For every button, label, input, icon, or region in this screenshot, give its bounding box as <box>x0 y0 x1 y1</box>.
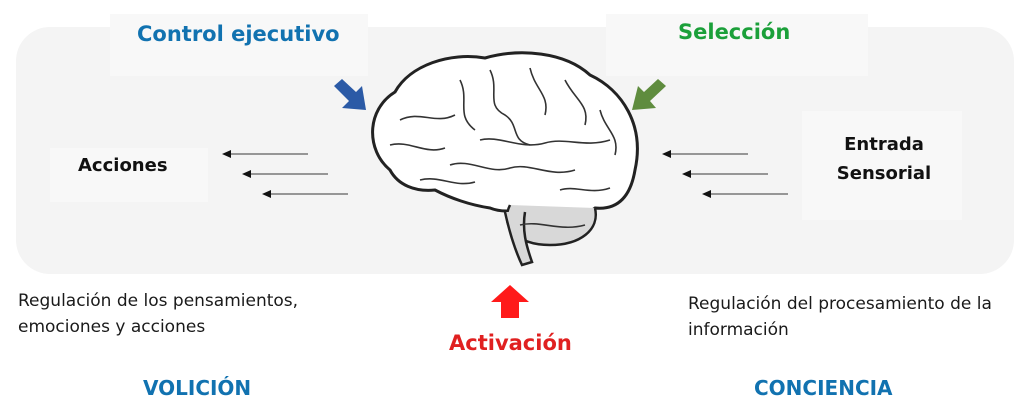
conciencia-description: Regulación del procesamiento de la infor… <box>688 294 992 340</box>
seleccion-label-box <box>606 14 868 76</box>
left-arrows-icon <box>222 150 348 198</box>
brain-illustration <box>371 51 639 267</box>
right-arrows-icon <box>662 150 788 198</box>
activacion-label: Activación <box>449 331 572 355</box>
entrada-sensorial-label: Entrada Sensorial <box>836 134 932 184</box>
conciencia-label: CONCIENCIA <box>754 376 893 400</box>
blue-arrow-icon <box>334 79 366 110</box>
control-label-box <box>110 14 368 76</box>
acciones-box <box>50 148 208 202</box>
volicion-label: VOLICIÓN <box>143 376 252 400</box>
entrada-sensorial-box <box>802 111 962 220</box>
acciones-label: Acciones <box>78 155 168 176</box>
seleccion-label: Selección <box>678 20 791 44</box>
control-ejecutivo-label: Control ejecutivo <box>137 22 340 46</box>
volicion-description: Regulación de los pensamientos, emocione… <box>18 291 299 337</box>
red-arrow-icon <box>491 285 529 318</box>
green-arrow-icon <box>632 79 666 110</box>
